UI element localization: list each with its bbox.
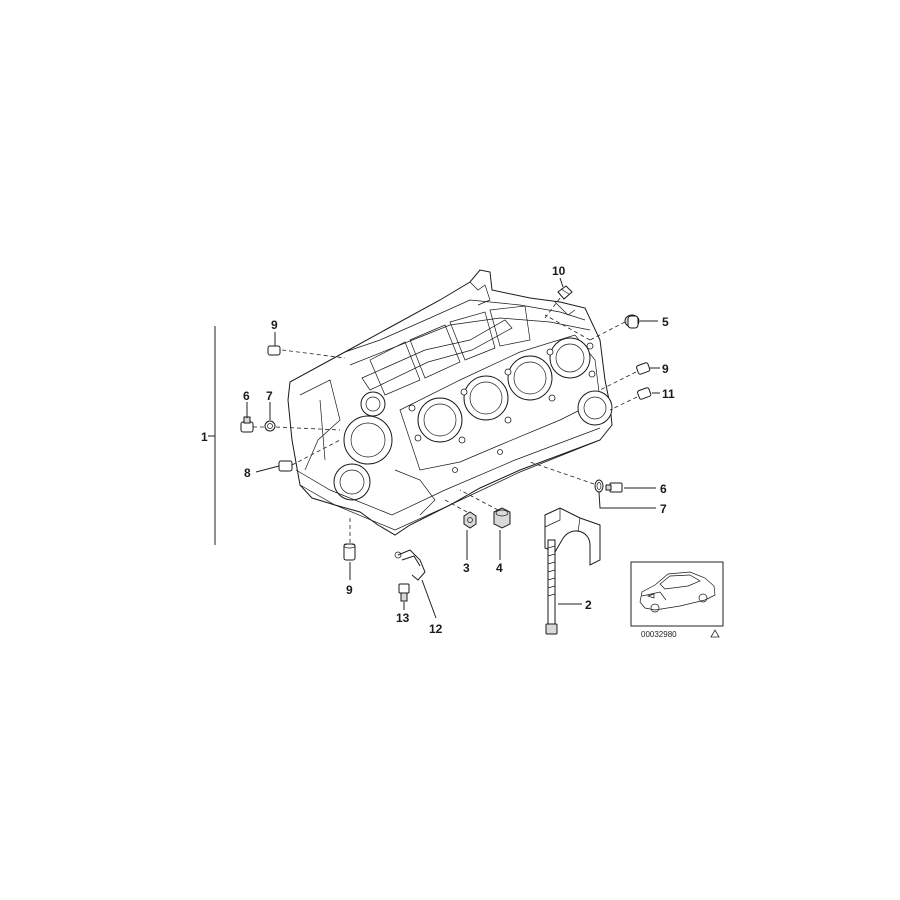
callout-12: 12 [429,622,443,636]
callout-8: 8 [244,466,251,480]
vehicle-thumbnail: 00032980 [630,561,724,639]
callout-11: 11 [662,387,675,401]
callout-3: 3 [463,561,470,575]
gasket-ring-7 [264,420,276,432]
dowel-sleeve-11 [637,387,652,400]
callout-9: 9 [346,583,353,597]
callout-4: 4 [496,561,503,575]
callout-2: 2 [585,598,592,612]
nut-3 [463,511,477,529]
leader-lines [208,277,660,619]
bolt-13 [398,583,410,602]
dowel-sleeve-8 [278,460,293,472]
cylinder-bore [549,337,591,379]
dowel-sleeve-9 [636,362,651,375]
callout-6: 6 [243,389,250,403]
callout-1: 1 [201,430,208,444]
bearing-cap-2 [544,507,601,566]
callout-7: 7 [266,389,273,403]
sealing-plug-5 [624,314,640,329]
oil-spray-bracket-12 [394,549,426,581]
callout-9: 9 [662,362,669,376]
engine-block [287,269,613,536]
dowel-sleeve-10 [557,285,573,300]
warning-triangle-icon [710,629,720,638]
sleeve-4 [493,507,511,529]
cylinder-bore [463,375,509,421]
callout-labels: 1 9 6 7 8 9 10 5 9 11 6 7 3 4 12 13 2 [201,264,675,636]
callout-5: 5 [662,315,669,329]
callout-9: 9 [271,318,278,332]
car-silhouette-icon [639,571,716,613]
dowel-sleeve-9 [267,345,281,356]
screw-plug-6 [240,416,254,433]
gasket-ring-7 [594,479,604,493]
callout-13: 13 [396,611,410,625]
dowel-sleeve-9 [343,543,356,561]
cylinder-bore [507,355,553,401]
cylinder-bore [417,397,463,443]
stud-bolt-2 [545,539,558,635]
callout-7: 7 [660,502,667,516]
callout-6: 6 [660,482,667,496]
thumbnail-code: 00032980 [641,630,677,639]
callout-10: 10 [552,264,566,278]
screw-plug-6 [605,482,623,493]
